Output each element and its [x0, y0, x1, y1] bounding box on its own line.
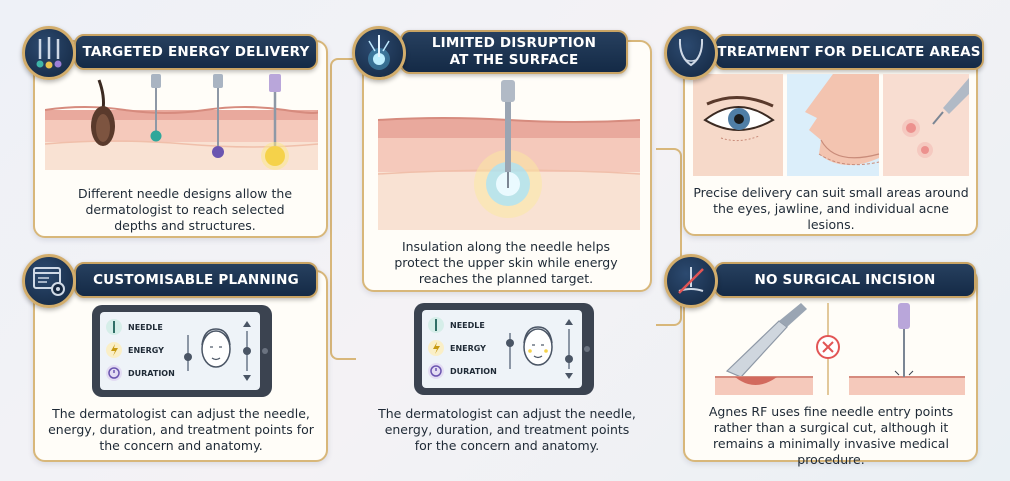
- jawline-icon: [678, 38, 704, 67]
- face-outline-icon: [201, 328, 231, 368]
- middle-tablet-duration-label: DURATION: [450, 367, 497, 376]
- middle-tablet-caption: The dermatologist can adjust the needle,…: [378, 406, 636, 453]
- needle-control-icon: [106, 319, 122, 335]
- needle-control-icon: [428, 317, 444, 333]
- up-arrow-icon: [243, 321, 251, 327]
- no-cut-icon: [678, 267, 704, 294]
- up-arrow-icon: [565, 319, 573, 325]
- limited-title-line1: LIMITED DISRUPTION: [431, 35, 597, 51]
- delicate-areas-title: TREATMENT FOR DELICATE AREAS: [714, 34, 984, 70]
- middle-tablet-needle-label: NEEDLE: [450, 321, 485, 330]
- scalpel-vs-needle-illustration: [715, 303, 965, 395]
- face-profile-jawline-icon: [805, 74, 880, 166]
- no-incision-caption: Agnes RF uses fine needle entry points r…: [708, 404, 954, 467]
- duration-control-icon: [106, 365, 122, 381]
- connector-right: [656, 148, 682, 326]
- settings-window-icon: [33, 267, 65, 296]
- scalpel-icon: [725, 303, 807, 378]
- middle-tablet-energy-label: ENERGY: [450, 344, 486, 353]
- planning-title: CUSTOMISABLE PLANNING: [74, 262, 318, 298]
- middle-planning-tablet: NEEDLE ENERGY DURATION: [414, 303, 594, 395]
- tablet-duration-label: DURATION: [128, 369, 175, 378]
- planning-tablet: NEEDLE ENERGY DURATION: [92, 305, 272, 397]
- jawline-badge: [664, 26, 718, 80]
- tablet-energy-label: ENERGY: [128, 346, 164, 355]
- three-needles-icon: [36, 37, 62, 69]
- no-incision-title: NO SURGICAL INCISION: [714, 262, 976, 298]
- no-incision-card: [683, 268, 978, 462]
- needles-badge: [22, 26, 76, 80]
- not-allowed-icon: [816, 335, 840, 359]
- planning-caption: The dermatologist can adjust the needle,…: [48, 406, 314, 453]
- planning-badge: [22, 254, 76, 308]
- tablet-needle-label: NEEDLE: [128, 323, 163, 332]
- insulated-needle-illustration: [378, 80, 640, 230]
- connector-left: [330, 58, 356, 360]
- light-beam-badge: [352, 26, 406, 80]
- down-arrow-icon: [565, 373, 573, 379]
- hair-follicle-icon: [91, 79, 115, 146]
- face-with-points-icon: [523, 326, 553, 366]
- no-incision-badge: [664, 254, 718, 308]
- acne-lesion-icon: [902, 119, 933, 158]
- eye-icon: [703, 95, 775, 142]
- light-beam-icon: [368, 35, 390, 70]
- limited-disruption-caption: Insulation along the needle helps protec…: [394, 239, 618, 286]
- duration-control-icon: [428, 363, 444, 379]
- fine-needle-icon: [894, 303, 914, 377]
- energy-control-icon: [106, 342, 122, 358]
- targeted-energy-caption: Different needle designs allow the derma…: [77, 186, 293, 233]
- delicate-areas-caption: Precise delivery can suit small areas ar…: [693, 185, 969, 232]
- targeted-energy-title: TARGETED ENERGY DELIVERY: [74, 34, 318, 70]
- delicate-areas-illustration: [693, 74, 969, 176]
- limited-title-line2: AT THE SURFACE: [449, 52, 579, 68]
- pen-applicator-icon: [932, 78, 969, 125]
- skin-depth-illustration: [45, 74, 318, 170]
- energy-control-icon: [428, 340, 444, 356]
- limited-disruption-title: LIMITED DISRUPTION AT THE SURFACE: [400, 30, 628, 74]
- down-arrow-icon: [243, 375, 251, 381]
